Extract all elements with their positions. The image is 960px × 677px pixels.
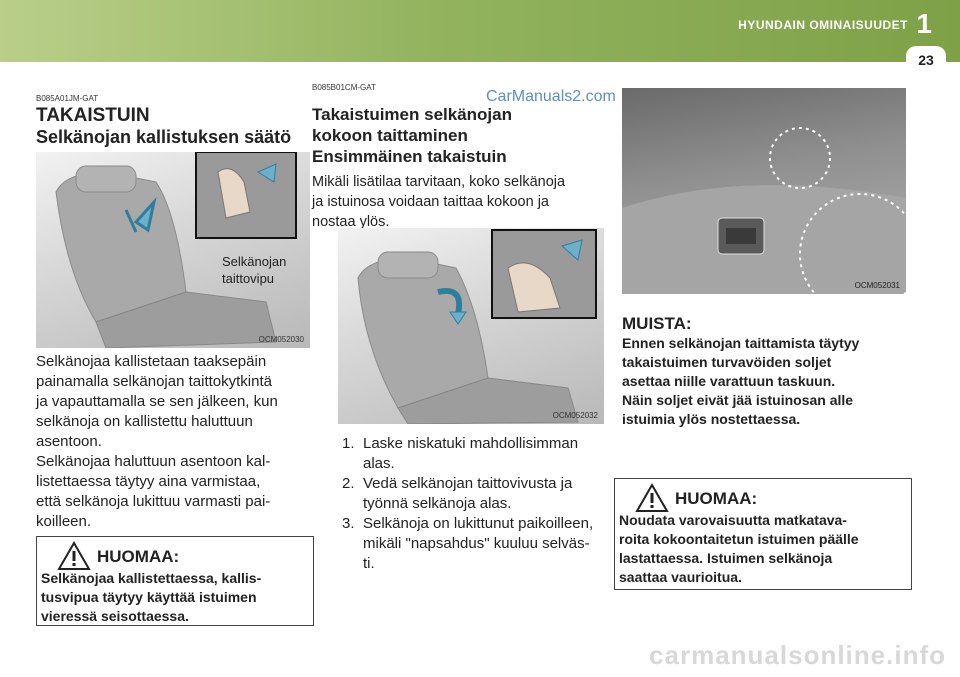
- seat-recline-photo: Selkänojan taittovipu OCM052030: [36, 152, 310, 348]
- left-body: Selkänojaa kallistetaan taaksepäin paina…: [36, 352, 312, 532]
- middle-title-line: kokoon taittaminen: [312, 126, 468, 145]
- warning-triangle-icon: [57, 541, 91, 570]
- image-code: OCM052032: [552, 411, 598, 420]
- step-line: Laske niskatuki mahdollisimman: [363, 435, 579, 452]
- middle-section-code: B085B01CM-GAT: [312, 83, 376, 92]
- buckle-pocket-illustration: [622, 127, 906, 294]
- body-line: että selkänoja lukittuu varmasti pai-: [36, 493, 271, 510]
- warning-heading: HUOMAA:: [675, 489, 758, 508]
- middle-title-line: Ensimmäinen takaistuin: [312, 147, 507, 166]
- body-line: listettaessa täytyy aina varmistaa,: [36, 473, 261, 490]
- muista-text: Ennen selkänojan taittamista täytyy taka…: [622, 334, 912, 429]
- muista-title: MUISTA:: [622, 314, 692, 333]
- warning-line: vieressä seisottaessa.: [41, 608, 189, 624]
- right-warning-box: HUOMAA: Noudata varovaisuutta matkatava-…: [614, 478, 912, 590]
- body-line: selkänoja on kallistettu haluttuun: [36, 413, 253, 430]
- warning-heading: HUOMAA:: [97, 547, 180, 566]
- muista-line: asettaa niille varattuun taskuun.: [622, 373, 836, 389]
- fold-steps-list: 1. Laske niskatuki mahdollisimman alas. …: [342, 434, 608, 574]
- warning-triangle-icon: [635, 483, 669, 512]
- lever-callout: Selkänojan taittovipu: [222, 254, 286, 288]
- muista-line: Näin soljet eivät jää istuinosan alle: [622, 392, 854, 408]
- image-code: OCM052030: [258, 335, 304, 344]
- middle-intro: Mikäli lisätilaa tarvitaan, koko selkäno…: [312, 172, 608, 232]
- footer-watermark: carmanualsonline.info: [649, 640, 946, 670]
- seat-recline-illustration: [55, 152, 297, 348]
- warning-text: Selkänojaa kallistettaessa, kallis- tusv…: [41, 569, 261, 626]
- image-code: OCM052031: [854, 281, 900, 290]
- left-subtitle: Selkänojan kallistuksen säätö: [36, 127, 292, 147]
- warning-line: saattaa vaurioitua.: [619, 569, 742, 585]
- body-line: koilleen.: [36, 513, 92, 530]
- warning-line: lastattaessa. Istuimen selkänoja: [619, 550, 833, 566]
- intro-line: nostaa ylös.: [312, 214, 390, 230]
- warning-line: Noudata varovaisuutta matkatava-: [619, 512, 847, 528]
- intro-line: Mikäli lisätilaa tarvitaan, koko selkäno…: [312, 174, 566, 190]
- body-line: Selkänojaa haluttuun asentoon kal-: [36, 453, 271, 470]
- muista-line: istuimia ylös nostettaessa.: [622, 411, 801, 427]
- muista-line: takaistuimen turvavöiden soljet: [622, 354, 832, 370]
- step-line: Selkänoja on lukittunut paikoilleen,: [363, 515, 594, 532]
- body-line: painamalla selkänojan taittokytkintä: [36, 373, 272, 390]
- muista-line: Ennen selkänojan taittamista täytyy: [622, 335, 860, 351]
- left-title: TAKAISTUIN: [36, 105, 150, 126]
- page-number: 23: [906, 46, 946, 74]
- left-warning-box: HUOMAA: Selkänojaa kallistettaessa, kall…: [36, 536, 314, 626]
- step-line: alas.: [363, 455, 395, 472]
- body-line: Selkänojaa kallistetaan taaksepäin: [36, 353, 267, 370]
- step-line: Vedä selkänojan taittovivusta ja: [363, 475, 573, 492]
- seatbelt-buckle-photo: OCM052031: [622, 88, 906, 294]
- intro-line: ja istuinosa voidaan taittaa kokoon ja: [312, 194, 549, 210]
- warning-line: Selkänojaa kallistettaessa, kallis-: [41, 570, 262, 586]
- body-line: asentoon.: [36, 433, 102, 450]
- middle-title-line: Takaistuimen selkänojan: [312, 105, 512, 124]
- lever-callout-line1: Selkänojan: [222, 254, 287, 269]
- seat-fold-photo: OCM052032: [338, 228, 604, 424]
- chapter-number: 1: [916, 8, 932, 39]
- warning-line: tusvipua täytyy käyttää istuimen: [41, 589, 257, 605]
- step-number: 2.: [342, 475, 355, 492]
- middle-title: Takaistuimen selkänojan kokoon taittamin…: [312, 104, 512, 167]
- body-line: ja vapauttamalla se sen jälkeen, kun: [36, 393, 278, 410]
- list-item: 1. Laske niskatuki mahdollisimman alas.: [342, 434, 608, 474]
- warning-line: roita kokoontaitetun istuimen päälle: [619, 531, 859, 547]
- step-line: mikäli "napsahdus" kuuluu selväs-: [363, 535, 590, 552]
- step-number: 1.: [342, 435, 355, 452]
- warning-text: Noudata varovaisuutta matkatava- roita k…: [619, 511, 859, 587]
- left-section-code: B085A01JM-GAT: [36, 94, 99, 103]
- step-line: työnnä selkänoja alas.: [363, 495, 512, 512]
- lever-callout-line2: taittovipu: [222, 270, 275, 286]
- header-band: [0, 0, 960, 62]
- section-title: HYUNDAIN OMINAISUUDET: [738, 18, 908, 32]
- step-line: ti.: [363, 555, 375, 572]
- step-number: 3.: [342, 515, 355, 532]
- list-item: 3. Selkänoja on lukittunut paikoilleen, …: [342, 514, 608, 574]
- watermark-link[interactable]: CarManuals2.com: [486, 88, 616, 105]
- seat-fold-illustration: [357, 229, 597, 424]
- list-item: 2. Vedä selkänojan taittovivusta ja työn…: [342, 474, 608, 514]
